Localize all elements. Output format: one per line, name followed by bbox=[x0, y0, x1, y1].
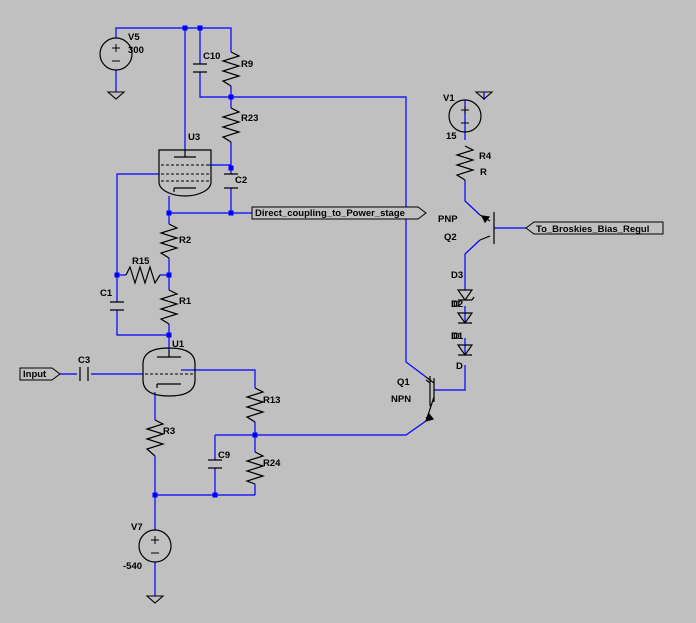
label-c2: C2 bbox=[235, 175, 247, 186]
label-q2: Q2 bbox=[444, 232, 457, 243]
label-q1: Q1 bbox=[397, 377, 410, 388]
label-d3: D3 bbox=[451, 270, 463, 281]
net-bias-text: To_Broskies_Bias_Regul bbox=[536, 224, 649, 235]
capacitor-c10: C10 bbox=[193, 51, 220, 73]
label-c10: C10 bbox=[203, 51, 220, 62]
label-r4-value: R bbox=[480, 167, 487, 178]
label-v1-value: 15 bbox=[446, 131, 457, 142]
label-u3: U3 bbox=[188, 132, 200, 143]
label-d2: D2 bbox=[451, 299, 463, 310]
capacitor-c9: C9 bbox=[208, 450, 230, 469]
label-d: D bbox=[456, 361, 463, 372]
label-q2-model: PNP bbox=[438, 214, 458, 225]
net-input-text: Input bbox=[23, 369, 47, 380]
label-r1: R1 bbox=[179, 296, 192, 307]
junctions bbox=[114, 25, 258, 498]
label-v1: V1 bbox=[443, 93, 455, 104]
label-r23: R23 bbox=[241, 113, 258, 124]
label-q1-model: NPN bbox=[391, 394, 411, 405]
label-r3: R3 bbox=[163, 426, 175, 437]
label-r2: R2 bbox=[179, 235, 191, 246]
label-d1: D1 bbox=[451, 331, 464, 342]
transistor-q2: PNP Q2 bbox=[438, 212, 495, 244]
resistor-r15: R15 bbox=[125, 256, 161, 286]
diode-icon bbox=[456, 289, 474, 302]
voltage-source-icon bbox=[99, 37, 133, 71]
wires bbox=[60, 27, 526, 596]
voltage-source-icon bbox=[138, 529, 172, 563]
ground-icon bbox=[106, 91, 126, 100]
source-v7: V7 -540 bbox=[123, 522, 172, 604]
net-label-input: Input bbox=[19, 367, 61, 381]
ground-icon bbox=[145, 595, 165, 604]
tube-envelope-icon bbox=[142, 347, 196, 397]
tube-u1: U1 bbox=[142, 339, 196, 397]
diode-d1: D1 D bbox=[451, 331, 474, 357]
diode-d3: D3 bbox=[451, 270, 475, 302]
ground-icon bbox=[474, 91, 494, 100]
label-c1: C1 bbox=[100, 288, 113, 299]
resistor-r4: R4 R bbox=[454, 145, 492, 181]
resistor-r24: R24 bbox=[244, 451, 281, 485]
resistor-r3: R3 bbox=[144, 419, 175, 457]
transistor-q1: Q1 NPN bbox=[391, 376, 435, 422]
diode-d2: D2 D bbox=[451, 299, 474, 325]
capacitor-c1: C1 bbox=[100, 288, 124, 311]
tube-u3: U3 bbox=[158, 132, 231, 197]
label-v7: V7 bbox=[131, 522, 143, 533]
diode-icon bbox=[456, 344, 474, 357]
net-label-bias: To_Broskies_Bias_Regul bbox=[525, 221, 664, 235]
label-v5: V5 bbox=[128, 32, 140, 43]
capacitor-c2: C2 bbox=[224, 173, 247, 189]
label-r4: R4 bbox=[479, 151, 492, 162]
voltage-source-icon bbox=[448, 99, 482, 133]
label-v5-value: 300 bbox=[128, 45, 144, 56]
net-label-direct-coupling: Direct_coupling_to_Power_stage bbox=[251, 206, 427, 220]
label-u1: U1 bbox=[172, 339, 185, 350]
resistor-r1: R1 bbox=[158, 289, 192, 325]
label-c9: C9 bbox=[218, 450, 230, 461]
label-r9: R9 bbox=[241, 59, 253, 70]
source-v1: V1 15 bbox=[443, 91, 494, 142]
label-v7-value: -540 bbox=[123, 561, 142, 572]
label-c3: C3 bbox=[78, 355, 90, 366]
label-r13: R13 bbox=[263, 395, 280, 406]
net-direct-text: Direct_coupling_to_Power_stage bbox=[255, 208, 405, 219]
resistor-r13: R13 bbox=[244, 387, 280, 423]
tube-envelope-icon bbox=[158, 149, 212, 197]
source-v5: V5 300 bbox=[99, 32, 144, 100]
label-d1-value: D bbox=[453, 331, 460, 342]
resistor-r9: R9 bbox=[220, 51, 253, 87]
resistor-r2: R2 bbox=[158, 223, 191, 259]
label-r24: R24 bbox=[263, 458, 281, 469]
diode-icon bbox=[456, 312, 474, 325]
label-d2-value: D bbox=[453, 299, 460, 310]
resistor-r23: R23 bbox=[220, 107, 258, 143]
capacitor-c3: C3 bbox=[78, 355, 90, 381]
label-r15: R15 bbox=[132, 256, 150, 267]
